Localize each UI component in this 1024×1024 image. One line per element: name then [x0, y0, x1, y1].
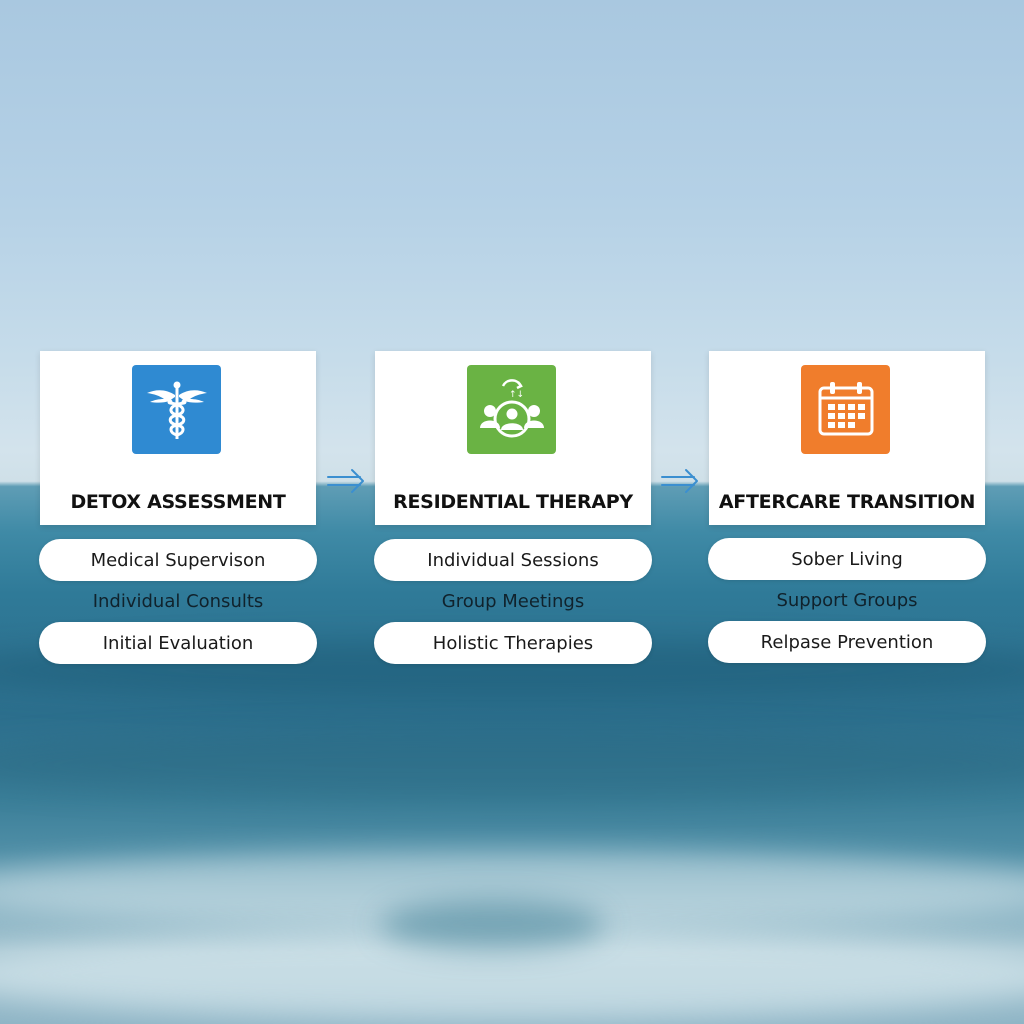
stage-title: AFTERCARE TRANSITION	[718, 491, 976, 513]
double-arrow-icon	[661, 469, 698, 493]
double-arrow-icon	[327, 469, 364, 493]
group-therapy-icon: ↑↓	[467, 365, 556, 454]
stage-item: Group Meetings	[441, 591, 585, 612]
svg-text:↑↓: ↑↓	[509, 390, 524, 400]
stage-item: Relpase Prevention	[708, 621, 986, 663]
stage-title: RESIDENTIAL THERAPY	[393, 491, 633, 513]
stage-title: DETOX ASSESSMENT	[70, 491, 286, 513]
wave-foam	[0, 850, 1024, 930]
stage-item: Sober Living	[708, 538, 986, 580]
stage-card-residential: ↑↓ RESIDENTIAL THERAPY	[375, 351, 651, 525]
stage-item: Initial Evaluation	[39, 622, 317, 664]
stage-item: Individual Consults	[92, 591, 264, 612]
stage-card-detox: DETOX ASSESSMENT	[40, 351, 316, 525]
stage-item: Support Groups	[776, 590, 918, 611]
wave-shadow	[0, 730, 1024, 800]
calendar-icon	[801, 365, 890, 454]
wave-shadow	[380, 900, 604, 950]
stage-card-aftercare: AFTERCARE TRANSITION	[709, 351, 985, 525]
stage-item: Individual Sessions	[374, 539, 652, 581]
wave-foam	[0, 930, 1024, 1020]
caduceus-icon	[132, 365, 221, 454]
stage-item: Holistic Therapies	[374, 622, 652, 664]
stage-item: Medical Supervison	[39, 539, 317, 581]
